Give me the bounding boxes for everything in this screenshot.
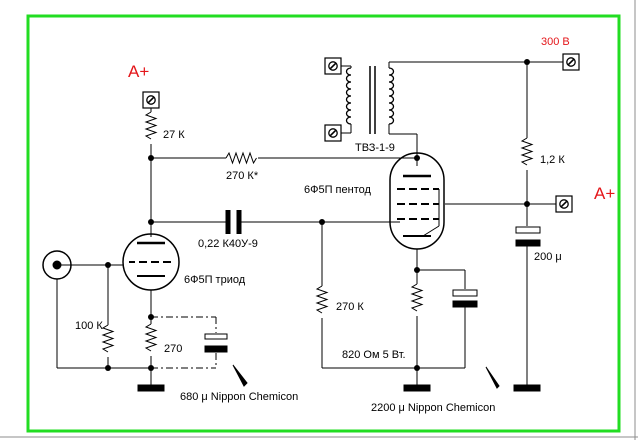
terminal-icon [555,195,573,213]
ground-icon [137,384,165,392]
r-grid-270k-label: 270 К [336,301,364,313]
arrow-icon [232,364,248,387]
resistor-icon [410,283,424,312]
triode-label: 6Ф5П триод [184,274,246,286]
electrolytic-capacitor-icon [515,226,541,247]
transformer-label: ТВЗ-1-9 [355,142,395,154]
ground-icon [403,384,431,392]
resistor-icon [315,285,329,314]
r-feedback-270k-label: 270 К* [226,170,259,182]
r-100k-label: 100 К [75,320,103,332]
capacitor-icon [225,210,242,234]
cap-2200u-label: 2200 μ Nippon Chemicon [371,402,496,414]
r-anode-27k-label: 27 К [163,129,185,141]
triode-tube-icon [122,233,180,291]
terminal-icon [142,91,160,109]
pentode-tube-icon [389,152,445,250]
a-plus-right-label: A+ [594,184,616,203]
schematic-frame [26,14,621,433]
output-transformer-icon [345,66,395,134]
r-screen-1-2k-label: 1,2 К [540,154,565,166]
terminal-icon [324,124,342,142]
resistor-icon [520,137,534,166]
terminal-icon [324,57,342,75]
resistor-icon [101,324,115,353]
resistor-icon [225,151,257,165]
cap-200u-label: 200 μ [534,251,562,263]
r-cathode-270-label: 270 [164,343,183,355]
resistor-icon [144,111,158,140]
supply-voltage-label: 300 В [541,36,570,48]
r-cathode-820-label: 820 Ом 5 Вт. [342,349,406,361]
electrolytic-capacitor-icon [452,289,478,308]
ground-icon [513,384,541,392]
cap-680u-label: 680 μ Nippon Chemicon [180,391,299,403]
electrolytic-capacitor-icon [204,333,228,353]
junction-dots [105,59,530,371]
coupling-cap-label: 0,22 К40У-9 [198,238,258,250]
resistor-icon [144,323,158,352]
pentode-label: 6Ф5П пентод [304,184,371,196]
arrow-icon [485,366,500,389]
a-plus-left-label: A+ [128,62,150,81]
terminal-icon [562,53,580,71]
